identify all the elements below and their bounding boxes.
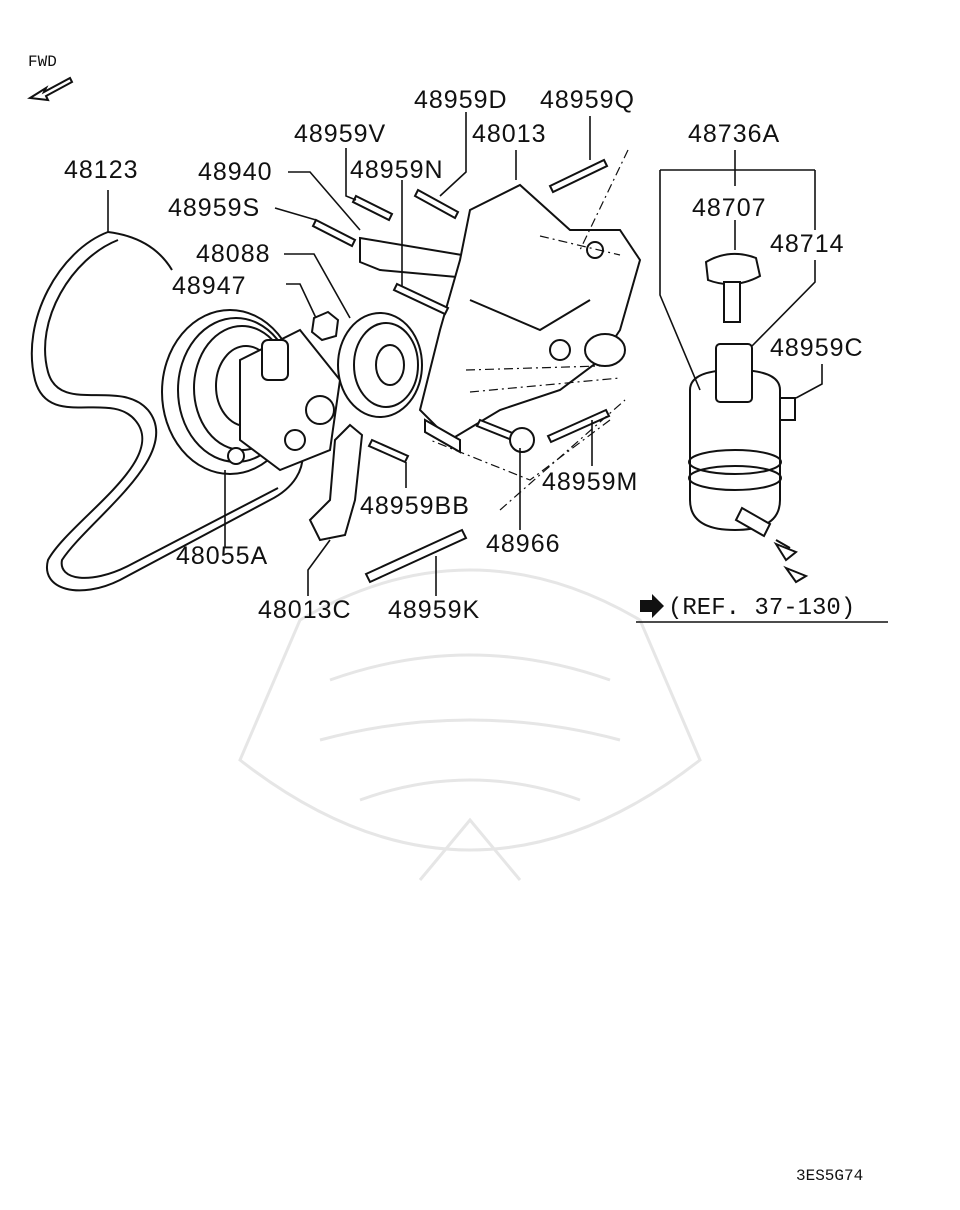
label-48959V: 48959V xyxy=(294,120,386,148)
label-48959N: 48959N xyxy=(350,156,444,184)
reference-label: (REF. 37-130) xyxy=(668,595,855,622)
leader-lines xyxy=(107,112,888,623)
flow-arrow-icon xyxy=(773,541,798,562)
reservoir-cap xyxy=(704,252,762,323)
drive-belt xyxy=(30,231,304,592)
watermark-emblem xyxy=(238,568,702,881)
label-48959M: 48959M xyxy=(542,468,638,496)
power-steering-pump xyxy=(161,309,342,475)
label-48959BB: 48959BB xyxy=(360,492,470,520)
label-48959D: 48959D xyxy=(414,86,508,114)
label-48707: 48707 xyxy=(692,194,767,222)
label-48736A: 48736A xyxy=(688,120,780,148)
sub-bracket xyxy=(308,423,364,542)
label-48123: 48123 xyxy=(64,156,139,184)
reservoir-tank xyxy=(688,343,791,549)
diagram-code: 3ES5G74 xyxy=(796,1167,863,1185)
pump-bracket xyxy=(418,183,642,454)
reference-arrow-icon xyxy=(640,594,664,618)
label-48714: 48714 xyxy=(770,230,845,258)
fwd-label: FWD xyxy=(28,53,57,71)
guide-lines xyxy=(429,149,629,511)
label-48013: 48013 xyxy=(472,120,547,148)
label-48959C: 48959C xyxy=(770,334,864,362)
flow-arrow-icon-2 xyxy=(783,565,809,584)
label-48940: 48940 xyxy=(198,158,273,186)
label-48013C: 48013C xyxy=(258,596,352,624)
label-48959S: 48959S xyxy=(168,194,260,222)
fwd-arrow-icon xyxy=(27,76,74,102)
nut xyxy=(310,310,340,342)
bolts xyxy=(311,158,796,584)
label-48947: 48947 xyxy=(172,272,247,300)
idler-pulley xyxy=(337,312,423,418)
label-48055A: 48055A xyxy=(176,542,268,570)
label-48966: 48966 xyxy=(486,530,561,558)
label-48088: 48088 xyxy=(196,240,271,268)
label-48959Q: 48959Q xyxy=(540,86,635,114)
label-48959K: 48959K xyxy=(388,596,480,624)
